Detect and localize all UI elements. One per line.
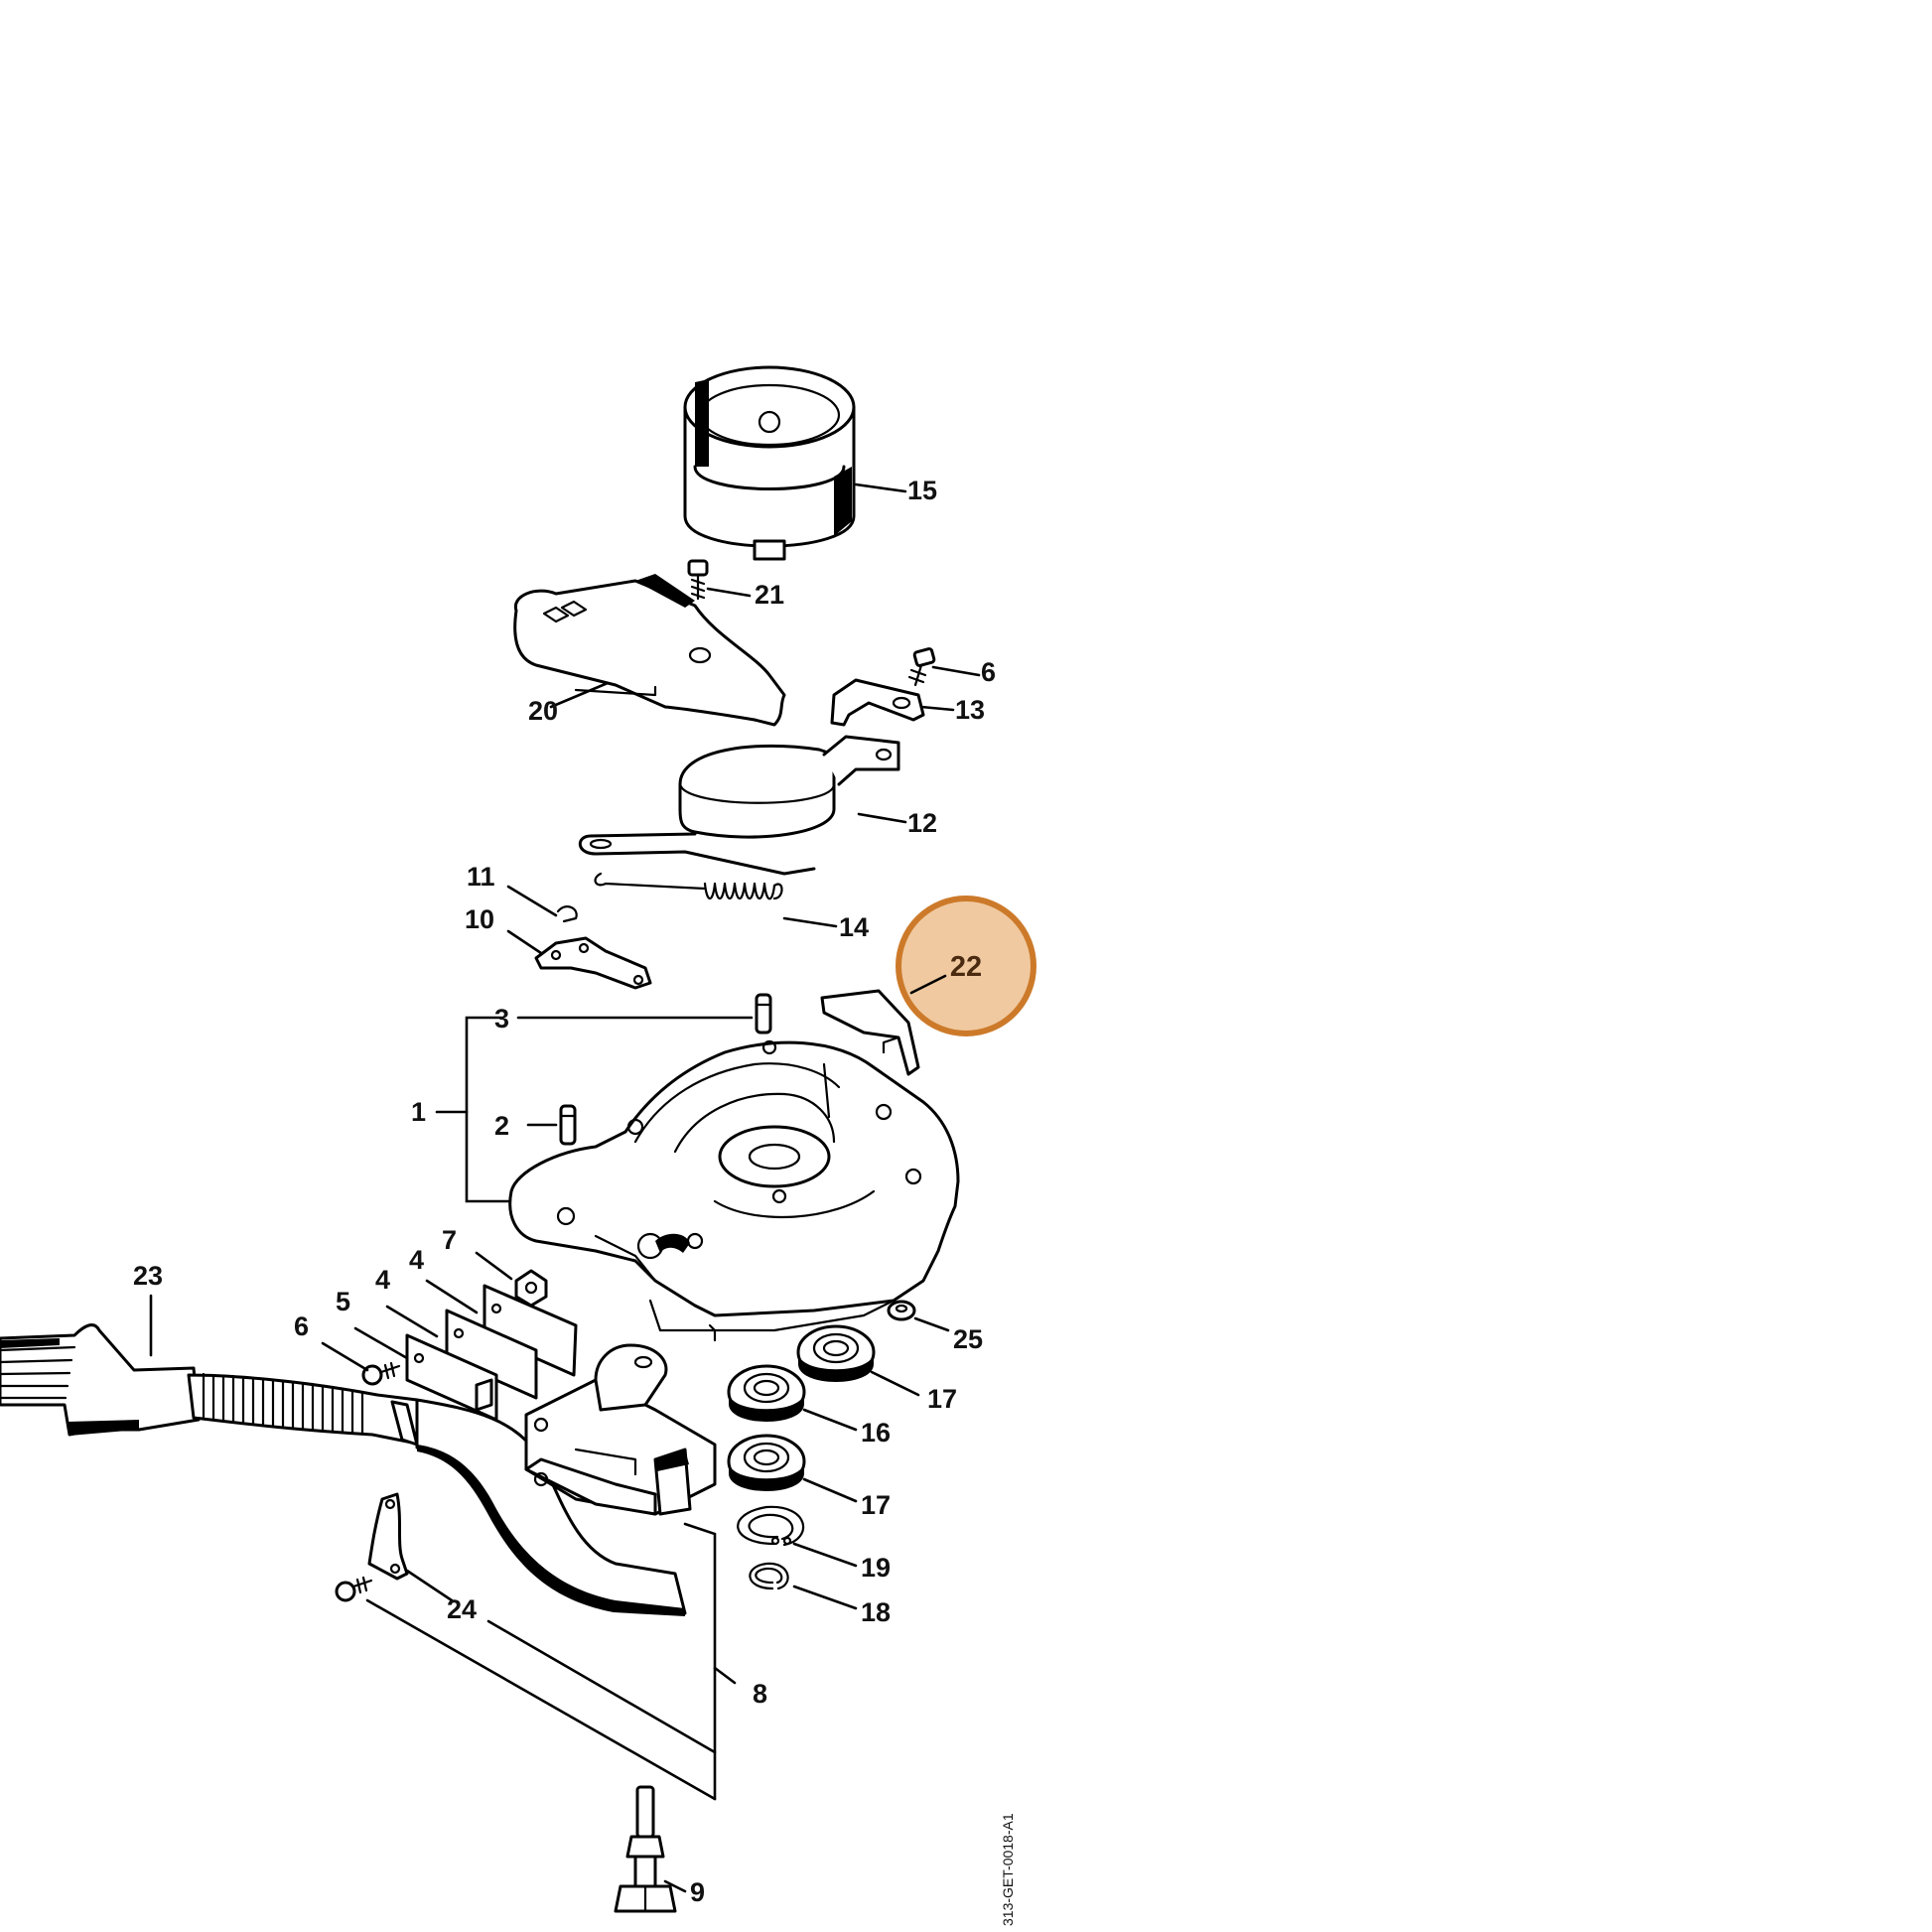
callout-12: 12: [907, 808, 937, 838]
part-6-screw-lower: [361, 1361, 401, 1386]
highlight-marker-22[interactable]: 22: [896, 896, 1036, 1036]
part-11-eclip: [556, 905, 578, 923]
leader-lines: [149, 483, 981, 1893]
callout-3: 3: [494, 1004, 509, 1034]
part-24-screw: [335, 1576, 373, 1602]
callout-5: 5: [336, 1287, 350, 1316]
part-16-bearing: [727, 1364, 806, 1422]
part-24-clamp: [367, 1492, 409, 1581]
part-5-plate: [405, 1333, 498, 1422]
part-14-spring: [594, 872, 783, 900]
callout-10: 10: [465, 904, 494, 934]
part-25-nut: [887, 1300, 916, 1321]
callout-21: 21: [755, 580, 784, 610]
part-23-shaft-sleeve: [0, 1323, 424, 1447]
callout-24: 24: [447, 1594, 477, 1624]
part-2-pin: [559, 1104, 577, 1146]
part-19-circlip: [737, 1505, 805, 1547]
part-15-clutch-drum: [683, 365, 856, 561]
part-3-pin: [755, 993, 772, 1035]
part-6-screw-upper: [907, 647, 936, 687]
callout-17-upper: 17: [927, 1384, 957, 1414]
part-9-shaft: [614, 1785, 677, 1913]
part-7-nut: [514, 1269, 548, 1308]
part-1-housing: [508, 1039, 960, 1342]
callout-2: 2: [494, 1111, 509, 1141]
part-4-plate-rear: [483, 1284, 578, 1377]
callout-13: 13: [955, 695, 985, 725]
callout-labels: 15 21 20 6 13 12 14 11 10 3 1 2 7 4 4 5 …: [133, 476, 996, 1907]
callout-11: 11: [467, 862, 495, 892]
callout-22: 22: [950, 951, 982, 983]
callout-4-front: 4: [375, 1265, 390, 1295]
drawing-code: 313-GET-0018-A1: [1000, 1813, 1016, 1926]
callout-4-rear: 4: [409, 1245, 424, 1275]
part-17-bearing-lower: [727, 1434, 806, 1491]
callout-14: 14: [839, 912, 869, 942]
part-4-plate-front: [445, 1309, 538, 1400]
callout-8: 8: [753, 1679, 767, 1709]
part-12-brake-band: [578, 735, 900, 876]
callout-6-upper: 6: [981, 657, 996, 687]
callout-23: 23: [133, 1261, 163, 1291]
part-8-gearhead: [415, 1343, 717, 1616]
callout-18: 18: [861, 1597, 891, 1627]
callout-17-lower: 17: [861, 1490, 891, 1520]
callout-20: 20: [528, 696, 558, 726]
part-13-bracket: [830, 678, 925, 727]
callout-16: 16: [861, 1418, 891, 1448]
part-17-bearing-upper: [796, 1324, 876, 1382]
part-10-lever: [534, 936, 652, 990]
callout-6-lower: 6: [294, 1311, 309, 1341]
callout-25: 25: [953, 1324, 983, 1354]
callout-7: 7: [442, 1225, 457, 1255]
callout-9: 9: [690, 1877, 705, 1907]
part-22-cover: [820, 989, 920, 1076]
part-20-cover-plate: [513, 574, 786, 727]
callout-15: 15: [907, 476, 937, 505]
callout-1: 1: [411, 1097, 426, 1127]
part-21-screw: [687, 559, 709, 601]
callout-19: 19: [861, 1553, 891, 1583]
part-18-snap-ring: [749, 1562, 789, 1590]
